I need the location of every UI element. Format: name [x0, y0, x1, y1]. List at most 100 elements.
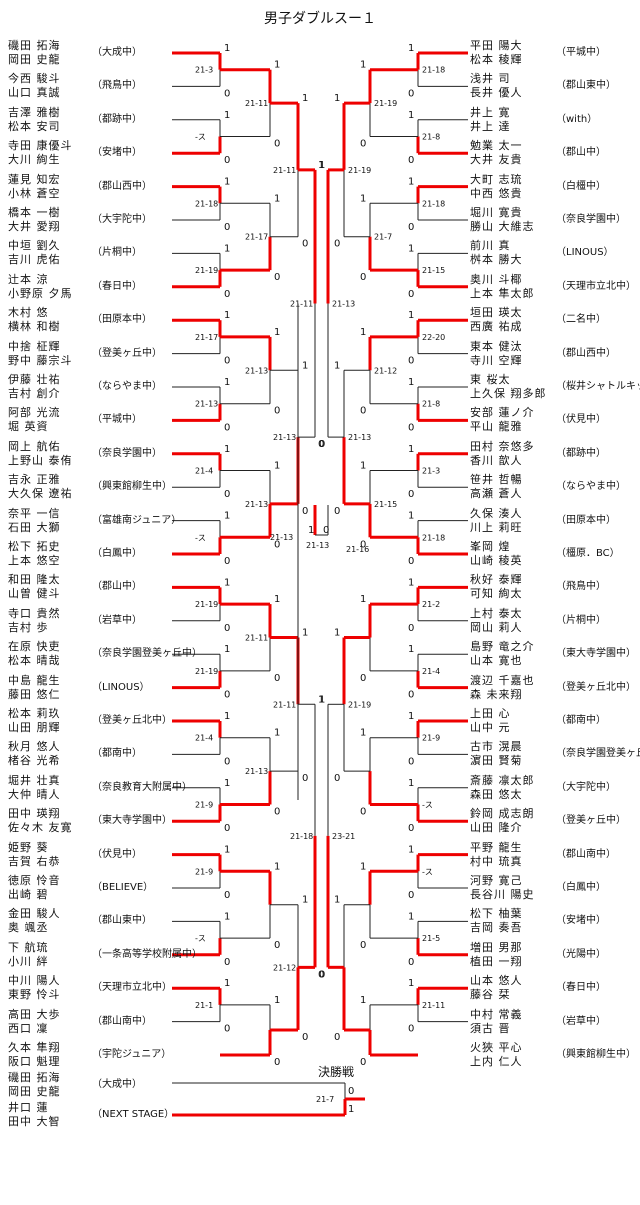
player-name: 森 未来翔 — [470, 687, 523, 701]
player-name: 山本 寛也 — [470, 654, 523, 668]
player-name: 田中 大智 — [8, 1115, 61, 1128]
team-name: （大宇陀中） — [556, 781, 616, 793]
player-name: 久保 湊人 — [470, 506, 523, 520]
match-score: 21-9 — [195, 867, 213, 876]
player-name: 木村 悠 — [8, 306, 49, 320]
match-score: 21-4 — [195, 734, 213, 743]
win-mark: 1 — [224, 711, 230, 722]
team-name: （都南中） — [556, 715, 606, 726]
player-name: 阿部 光流 — [8, 406, 61, 420]
lose-mark: 0 — [348, 1086, 354, 1097]
player-name: 山崎 稜英 — [470, 554, 523, 567]
match-score: 21-17 — [245, 233, 268, 242]
team-name: （登美ヶ丘北中） — [92, 715, 172, 726]
win-mark: 1 — [224, 110, 230, 121]
player-name: 藤田 悠仁 — [8, 687, 61, 701]
player-name: 堀井 壮真 — [8, 773, 61, 787]
team-name: （田原本中） — [556, 514, 616, 526]
win-mark: 1 — [360, 193, 366, 204]
player-name: 古市 滉晨 — [470, 740, 523, 754]
team-name: （飛鳥中） — [556, 581, 606, 593]
team-name: （天理市立北中） — [556, 280, 636, 292]
lose-mark: 0 — [302, 506, 308, 517]
team-name: （with） — [556, 113, 598, 125]
lose-mark: 0 — [224, 289, 230, 300]
player-name: 村中 琉真 — [470, 854, 523, 868]
player-name: 堀 英資 — [8, 420, 49, 434]
player-name: 吉川 虎佑 — [8, 253, 61, 267]
lose-mark: 0 — [408, 489, 414, 500]
win-mark: 1 — [360, 594, 366, 605]
team-name: （ならやま中） — [556, 481, 626, 493]
match-score: 21-9 — [422, 734, 440, 743]
match-score: 21-11 — [245, 634, 268, 643]
player-name: 大川 絢生 — [8, 153, 61, 167]
player-name: 小林 蒼空 — [8, 186, 61, 200]
player-name: 峯岡 煌 — [470, 540, 511, 553]
player-name: 小野原 夕馬 — [8, 286, 73, 300]
player-name: 小川 絆 — [8, 954, 49, 968]
player-name: 長谷川 陽史 — [470, 888, 535, 901]
player-name: 上内 仁人 — [470, 1055, 523, 1068]
match-score: -ス — [422, 867, 433, 876]
player-name: 長井 優人 — [470, 86, 523, 100]
player-name: 出崎 碧 — [8, 888, 49, 901]
match-score: 21-19 — [348, 700, 371, 709]
match-score: 21-13 — [348, 433, 371, 442]
lose-mark: 0 — [224, 756, 230, 767]
team-name: （ならやま中） — [92, 381, 162, 392]
win-mark: 1 — [408, 644, 414, 655]
win-mark: 1 — [334, 93, 340, 104]
lose-mark: 0 — [274, 807, 280, 818]
win-mark: 1 — [334, 360, 340, 371]
team-name: （橿原．BC） — [556, 548, 620, 559]
player-name: 笹井 哲暢 — [470, 473, 523, 487]
team-name: （郡山中） — [92, 581, 142, 593]
player-name: 中村 常義 — [470, 1007, 523, 1021]
lose-mark: 0 — [360, 539, 366, 550]
player-name: 西廣 祐成 — [470, 320, 523, 334]
lose-mark: 0 — [274, 1057, 280, 1068]
player-name: 高田 大歩 — [8, 1007, 61, 1021]
player-name: 大仲 晴人 — [8, 787, 61, 801]
team-name: （郡山東中） — [556, 80, 616, 92]
match-score: 21-11 — [422, 1001, 445, 1010]
win-mark: 1 — [274, 861, 280, 872]
lose-mark: 0 — [224, 890, 230, 901]
team-name: （都跡中） — [92, 113, 142, 125]
player-name: 秋好 泰輝 — [470, 573, 523, 587]
player-name: 平野 龍生 — [470, 840, 523, 854]
player-name: 浅井 司 — [470, 72, 511, 86]
lose-mark: 0 — [408, 1024, 414, 1035]
player-name: 可知 絢太 — [470, 587, 523, 601]
match-score: 21-13 — [245, 500, 268, 509]
win-mark: 1 — [348, 1104, 354, 1115]
lose-mark: 0 — [274, 539, 280, 550]
player-name: 松本 安司 — [8, 119, 61, 133]
lose-mark: 0 — [224, 489, 230, 500]
player-name: 植田 一翔 — [470, 954, 523, 968]
lose-mark: 0 — [408, 756, 414, 767]
player-name: 松下 拓史 — [8, 540, 61, 553]
lose-mark: 0 — [360, 1057, 366, 1068]
win-mark: 1 — [224, 444, 230, 455]
lose-mark: 0 — [408, 222, 414, 233]
team-name: （天理市立北中） — [92, 982, 172, 994]
player-name: 香川 歆人 — [470, 453, 523, 467]
lose-mark: 0 — [318, 439, 324, 450]
player-name: 久本 隼翔 — [8, 1041, 61, 1054]
player-name: 井上 寛 — [470, 105, 511, 119]
win-mark: 1 — [319, 694, 325, 705]
win-mark: 1 — [274, 461, 280, 472]
team-name: （富雄南ジュニア） — [92, 514, 182, 526]
match-score: 21-4 — [195, 467, 213, 476]
player-name: 上本 悠空 — [8, 554, 61, 567]
team-name: （奈良学園中） — [556, 214, 626, 225]
team-name: （平城中） — [556, 47, 606, 58]
lose-mark: 0 — [224, 155, 230, 166]
page-title: 男子ダブルスー１ — [264, 11, 376, 27]
lose-mark: 0 — [334, 506, 340, 517]
player-name: 山田 朋輝 — [8, 721, 61, 734]
lose-mark: 0 — [408, 356, 414, 367]
lose-mark: 0 — [224, 556, 230, 567]
